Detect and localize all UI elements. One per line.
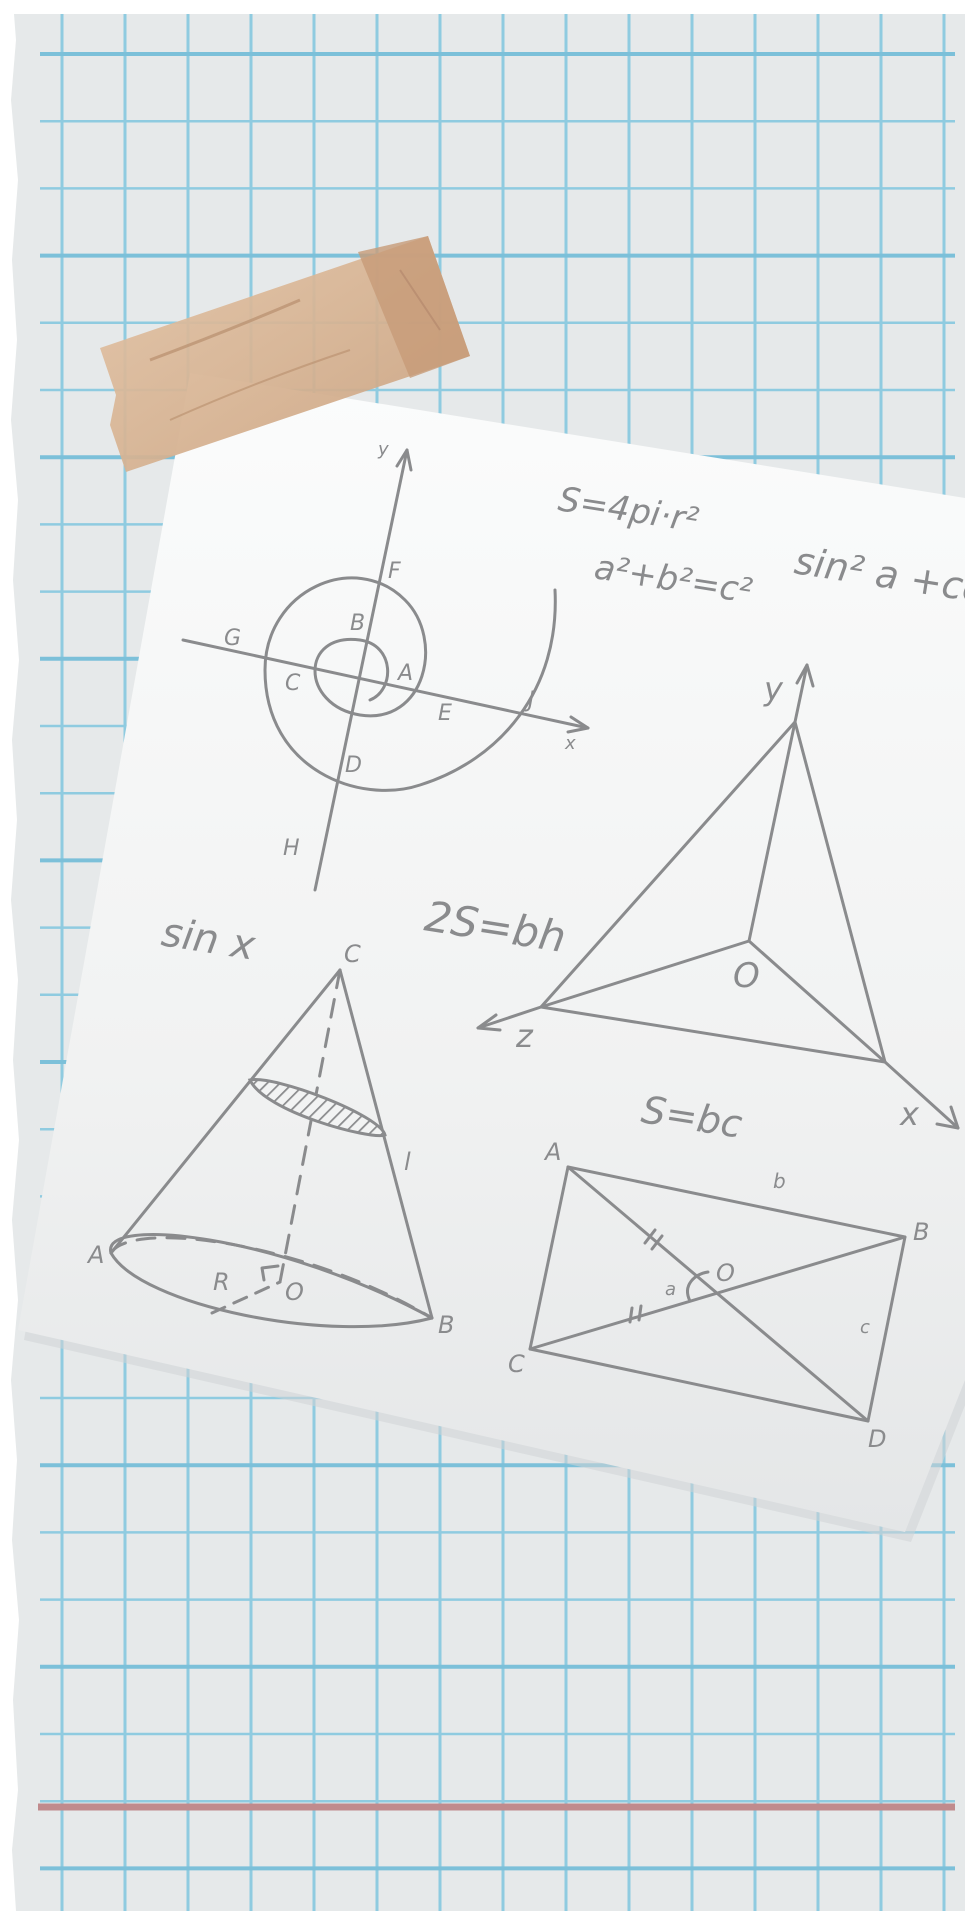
axes3d-label-z: z: [515, 1017, 534, 1055]
axes3d-label-x: x: [899, 1095, 920, 1133]
cone-label-center: O: [285, 1278, 304, 1306]
axes3d-z-arrowhead-icon: [476, 1013, 502, 1032]
rect-label-o: O: [716, 1259, 735, 1287]
rectangle-diagram: A B C D O b c a: [508, 1138, 929, 1453]
axes3d-label-origin: O: [733, 956, 760, 996]
note-sheet: [18, 373, 965, 1542]
cone-diagram: C A B O R l: [86, 940, 454, 1339]
spiral-x-arrowhead-icon: [566, 715, 590, 734]
cone-label-apex: C: [344, 940, 361, 968]
cone-label-a: A: [86, 1241, 104, 1269]
axes3d-y-arrowhead-icon: [795, 663, 815, 688]
cone-cross-section: [247, 1078, 387, 1138]
rect-label-side-b: b: [773, 1169, 786, 1193]
spiral-label-f: F: [388, 559, 401, 584]
rect-label-angle: a: [665, 1279, 676, 1300]
spiral-diagram: y x F B G A C E J D H: [181, 439, 590, 892]
spiral-label-y: y: [377, 439, 389, 460]
cone-label-b: B: [438, 1311, 454, 1339]
spiral-label-d: D: [345, 753, 362, 778]
spiral-y-arrowhead-icon: [395, 448, 413, 472]
spiral-label-g: G: [224, 626, 241, 651]
axes3d-x-arrowhead-icon: [935, 1105, 960, 1130]
spiral-label-j: J: [524, 688, 535, 713]
rect-label-b: B: [913, 1218, 929, 1246]
rect-label-side-c: c: [860, 1317, 870, 1338]
axes3d-label-y: y: [763, 670, 784, 708]
spiral-label-c: C: [285, 671, 301, 696]
cone-label-slant: l: [404, 1148, 411, 1176]
rect-label-d: D: [868, 1425, 886, 1453]
spiral-y-axis: [313, 448, 409, 892]
spiral-label-x: x: [564, 733, 576, 754]
spiral-label-e: E: [438, 701, 452, 726]
masking-tape: [100, 236, 470, 472]
spiral-curve: [263, 576, 557, 792]
rect-label-c: C: [508, 1350, 525, 1378]
rect-label-a: A: [543, 1138, 561, 1166]
cone-label-radius: R: [213, 1268, 230, 1296]
spiral-label-b: B: [350, 611, 365, 636]
axes-3d-diagram: y x z O: [476, 663, 960, 1133]
spiral-label-h: H: [283, 836, 300, 861]
spiral-label-a: A: [396, 661, 413, 686]
